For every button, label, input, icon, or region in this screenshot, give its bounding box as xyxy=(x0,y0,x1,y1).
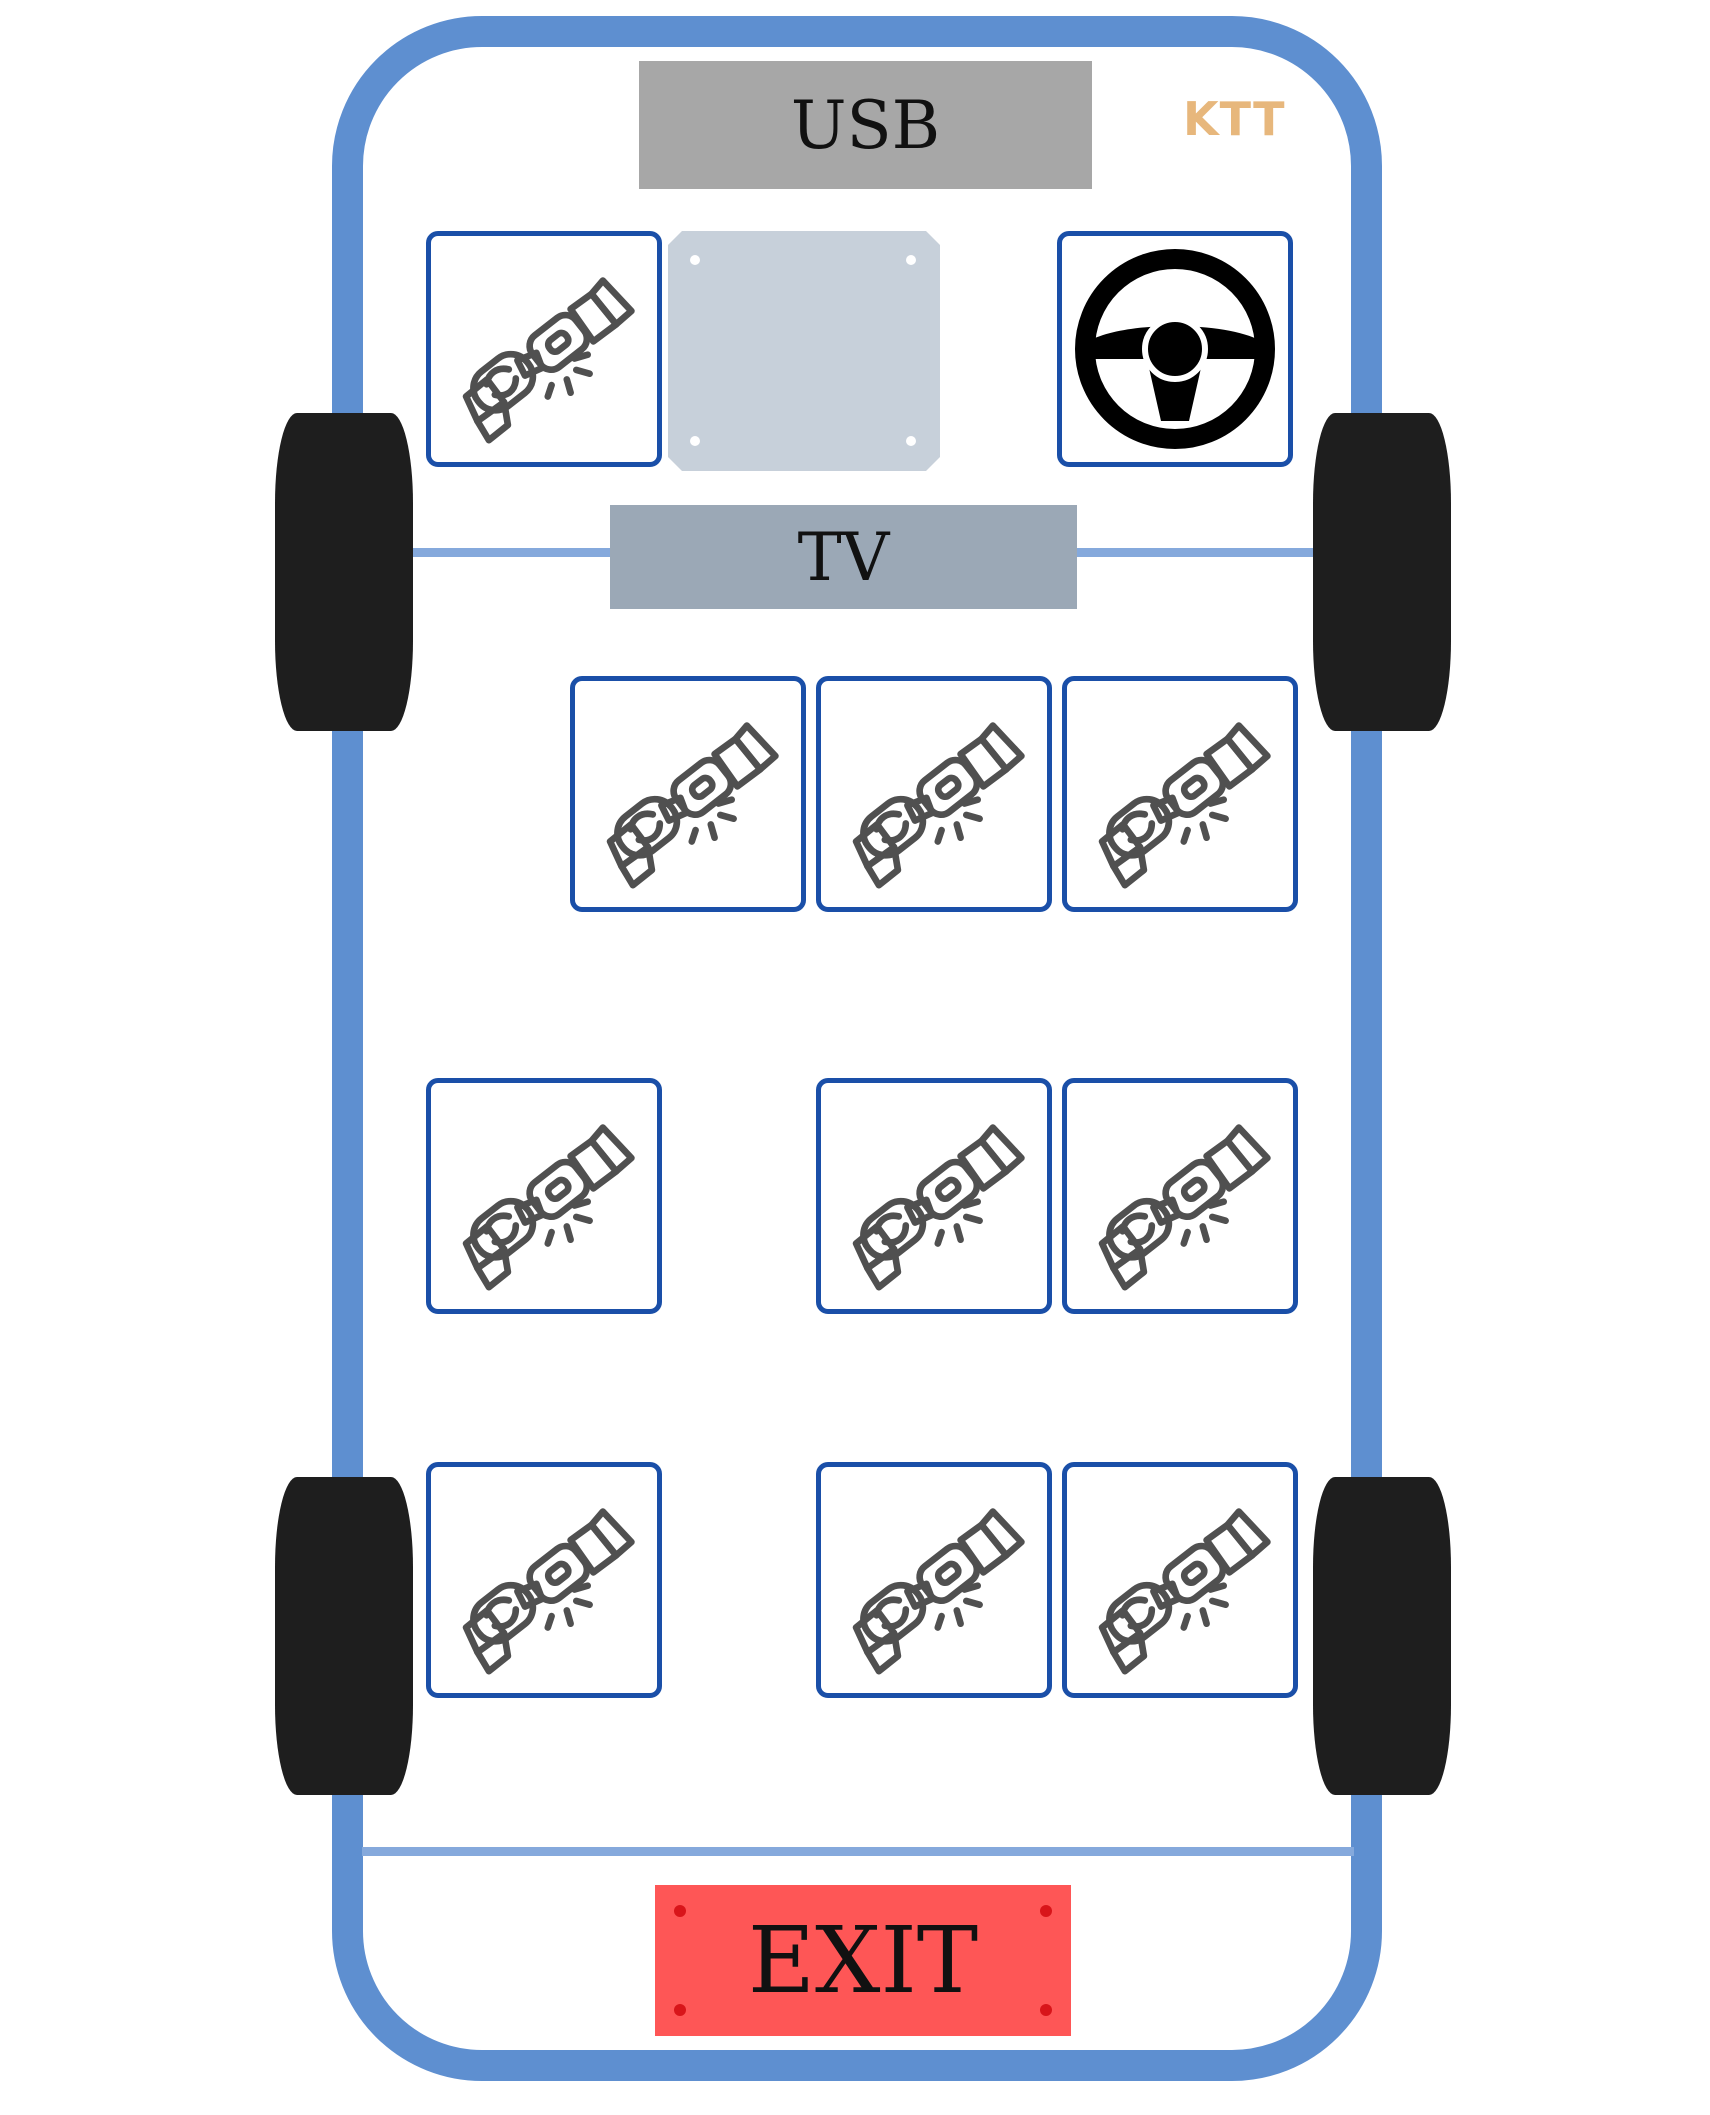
rivet xyxy=(690,255,700,265)
rivet xyxy=(906,255,916,265)
seat-row4-2[interactable] xyxy=(816,1462,1052,1698)
seatbelt-icon xyxy=(839,699,1029,889)
exit-bolt xyxy=(1040,2004,1052,2016)
seatbelt-icon xyxy=(449,254,639,444)
exit-bolt xyxy=(1040,1905,1052,1917)
seatbelt-icon xyxy=(1085,699,1275,889)
seatbelt-icon xyxy=(1085,1101,1275,1291)
equipment-panel xyxy=(668,231,940,471)
steering-wheel-icon xyxy=(1075,249,1275,449)
front-axle-right xyxy=(1075,548,1355,557)
seatbelt-icon xyxy=(839,1485,1029,1675)
rivet xyxy=(690,436,700,446)
seat-row2-1[interactable] xyxy=(570,676,806,912)
rear-divider xyxy=(362,1847,1354,1856)
seatbelt-icon xyxy=(1085,1485,1275,1675)
seatbelt-icon xyxy=(449,1485,639,1675)
seat-row2-3[interactable] xyxy=(1062,676,1298,912)
usb-label: USB xyxy=(790,86,941,164)
exit-bolt xyxy=(674,2004,686,2016)
rear-right-wheel xyxy=(1313,1477,1451,1795)
driver-seat[interactable] xyxy=(1057,231,1293,467)
usb-panel: USB xyxy=(639,61,1092,189)
seat-row3-3[interactable] xyxy=(1062,1078,1298,1314)
front-axle-left xyxy=(360,548,612,557)
seat-row3-1[interactable] xyxy=(426,1078,662,1314)
rear-left-wheel xyxy=(275,1477,413,1795)
seat-front-passenger[interactable] xyxy=(426,231,662,467)
seat-row4-1[interactable] xyxy=(426,1462,662,1698)
rivet xyxy=(906,436,916,446)
seatbelt-icon xyxy=(449,1101,639,1291)
seat-row2-2[interactable] xyxy=(816,676,1052,912)
seat-row3-2[interactable] xyxy=(816,1078,1052,1314)
tv-label: TV xyxy=(797,518,890,596)
seatbelt-icon xyxy=(593,699,783,889)
exit-label: EXIT xyxy=(747,1907,979,2014)
seat-row4-3[interactable] xyxy=(1062,1462,1298,1698)
front-right-wheel xyxy=(1313,413,1451,731)
tv-panel: TV xyxy=(610,505,1077,609)
seatbelt-icon xyxy=(839,1101,1029,1291)
front-left-wheel xyxy=(275,413,413,731)
brand-logo: KTT xyxy=(1183,92,1286,146)
exit-door[interactable]: EXIT xyxy=(655,1885,1071,2036)
exit-bolt xyxy=(674,1905,686,1917)
